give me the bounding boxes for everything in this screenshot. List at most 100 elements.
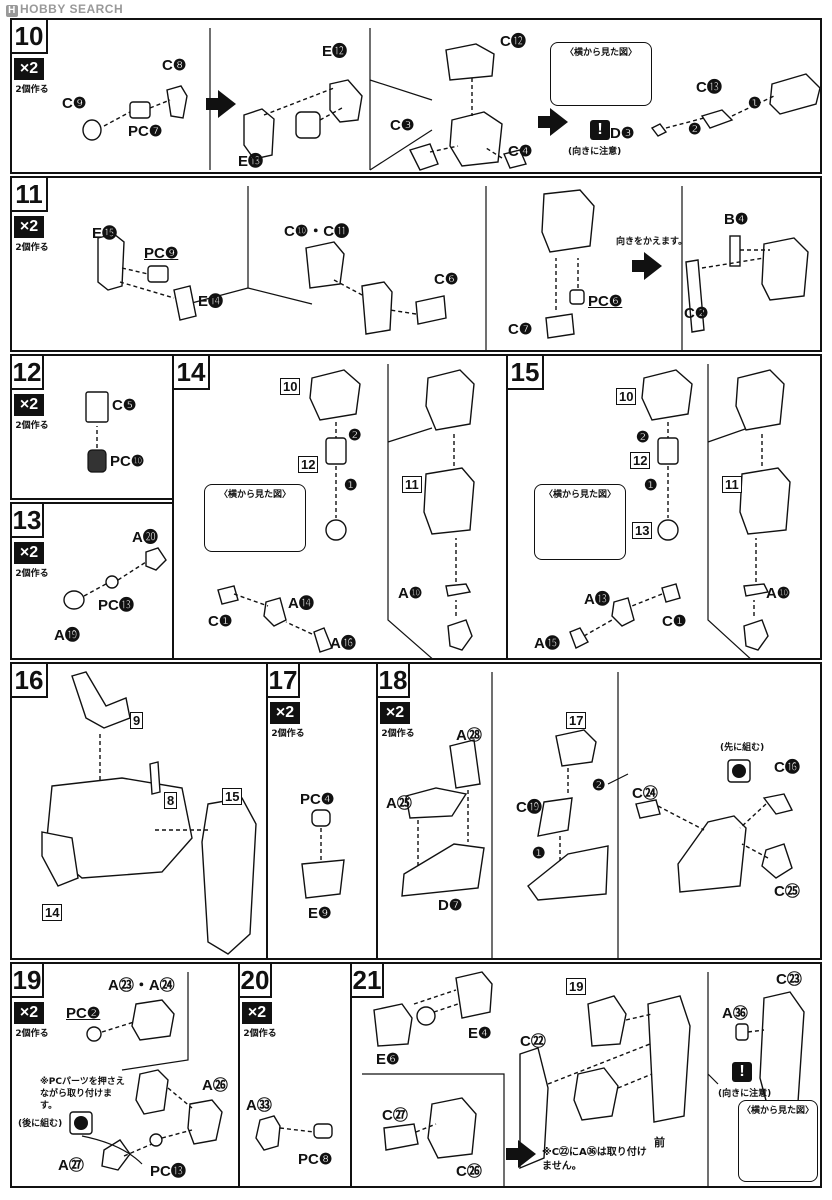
order-2-icon: ❷ (592, 777, 606, 794)
step-number: 17 (268, 664, 300, 698)
part-label: PC⓭ (150, 1163, 186, 1180)
order-1-icon: ❶ (748, 95, 762, 112)
part-label: B❹ (724, 211, 749, 228)
step-ref: 13 (632, 522, 653, 539)
step-number: 10 (12, 20, 48, 54)
part-label: PC❷ (66, 1005, 101, 1022)
times-two-badge: ×2 (380, 702, 410, 724)
part-label: C⓭ (696, 79, 722, 96)
times-two-badge: ×2 (242, 1002, 272, 1024)
orientation-note: (向きに注意) (718, 1089, 772, 1099)
rotate-note: 向きをかえます。 (616, 237, 688, 247)
part-label: C㉕ (774, 883, 800, 900)
step-number: 11 (12, 178, 48, 212)
step-ref: 10 (280, 378, 301, 395)
step-16-panel: 16 9 8 15 14 (10, 662, 268, 960)
step-14-panel: 14 10 12 11 ❷ ❶ 〈横から見た図〉 A❿ C❶ A⓮ A⓰ (172, 354, 508, 660)
caution-icon: ! (590, 120, 610, 140)
part-label: A㊱ (722, 1005, 748, 1022)
step-14-drawing (217, 364, 475, 658)
step-number: 16 (12, 664, 48, 698)
part-label: A㉝ (246, 1097, 272, 1114)
part-label: C㉗ (382, 1107, 408, 1124)
part-label: A㉖ (202, 1077, 228, 1094)
step-ref: 10 (616, 388, 637, 405)
step-number: 13 (12, 504, 44, 538)
side-view-title: 〈横から見た図〉 (218, 490, 291, 500)
step-15-drawing (569, 364, 791, 658)
caution-icon: ! (732, 1062, 752, 1082)
make-two-label: 2個作る (15, 569, 49, 579)
part-label: C❶ (208, 613, 233, 630)
part-label: C❽ (162, 57, 187, 74)
part-label: PC❽ (298, 1151, 333, 1168)
part-label: C⓬ (500, 33, 526, 50)
part-label: D❸ (610, 125, 635, 142)
part-label: C㉖ (456, 1163, 482, 1180)
part-label: E❻ (376, 1051, 400, 1068)
step-21-drawing (362, 971, 805, 1186)
step-ref: 19 (566, 978, 587, 995)
times-two-badge: ×2 (14, 394, 44, 416)
part-label: A⓯ (534, 635, 560, 652)
step-12-panel: 12 ×2 2個作る C❺ PC❿ (10, 354, 174, 500)
order-2-icon: ❷ (348, 427, 362, 444)
step-15-panel: 15 10 12 13 11 ❷ ❶ 〈横から見た図〉 A❿ A⓭ C❶ A⓯ (506, 354, 822, 660)
part-label: A⓳ (54, 627, 80, 644)
step-ref: 11 (402, 476, 422, 493)
next-arrow-icon (506, 1140, 536, 1168)
part-label: A⓰ (330, 635, 356, 652)
side-view-callout: 〈横から見た図〉 (738, 1100, 818, 1182)
step-20-drawing (255, 1115, 333, 1151)
step-number: 15 (508, 356, 544, 390)
step-number: 14 (174, 356, 210, 390)
step-16-drawing (41, 671, 257, 955)
part-label: C㉔ (632, 785, 658, 802)
part-label: C❼ (508, 321, 533, 338)
side-view-title: 〈横から見た図〉 (741, 1106, 814, 1116)
press-note: ※PCパーツを押さえながら取り付けます。 (40, 1077, 125, 1111)
part-label: PC❼ (128, 123, 163, 140)
assemble-later-note: (後に組む) (18, 1119, 63, 1129)
step-ref: 8 (164, 792, 178, 809)
part-label: A❿ (398, 585, 423, 602)
step-20-panel: 20 ×2 2個作る A㉝ PC❽ (238, 962, 352, 1188)
step-10-drawing (82, 28, 820, 171)
times-two-badge: ×2 (14, 542, 44, 564)
step-11-drawing (97, 186, 809, 350)
part-label: A⓮ (288, 595, 314, 612)
step-18-panel: 18 ×2 2個作る 17 ❷ ❶ (先に組む) A㉘ A㉕ D❼ C⓳ C㉔ … (376, 662, 822, 960)
part-label: PC❿ (110, 453, 145, 470)
next-arrow-icon (538, 108, 568, 136)
step-ref: 11 (722, 476, 742, 493)
part-label: A⓭ (584, 591, 610, 608)
side-view-callout: 〈横から見た図〉 (204, 484, 306, 552)
part-label: C❺ (112, 397, 137, 414)
make-two-label: 2個作る (15, 421, 49, 431)
next-arrow-icon (632, 252, 662, 280)
order-2-icon: ❷ (636, 429, 650, 446)
times-two-badge: ×2 (14, 216, 44, 238)
order-1-icon: ❶ (344, 477, 358, 494)
step-11-panel: 11 ×2 2個作る E⓯ PC❾ E⓮ C❿・C⓫ C❻ PC❻ C❼ B❹ … (10, 176, 822, 352)
part-label: C㉓ (776, 971, 802, 988)
orientation-note: (向きに注意) (568, 147, 622, 157)
step-19-drawing (69, 972, 223, 1171)
step-number: 21 (352, 964, 384, 998)
make-two-label: 2個作る (15, 243, 49, 253)
watermark-logo-icon: H (6, 5, 18, 17)
part-label: D❼ (438, 897, 463, 914)
step-number: 19 (12, 964, 44, 998)
part-label: C⓳ (516, 799, 542, 816)
part-label: A㉕ (386, 795, 412, 812)
step-10-panel: 10 ×2 2個作る C❽ C❾ PC❼ E⓬ E⓭ C⓬ C❸ C❹ C⓭ (10, 18, 822, 174)
part-label: C❶ (662, 613, 687, 630)
order-1-icon: ❶ (644, 477, 658, 494)
part-label: A❿ (766, 585, 791, 602)
part-label: E❾ (308, 905, 332, 922)
part-label: PC❾ (144, 245, 179, 262)
part-label: A㉘ (456, 727, 482, 744)
step-18-drawing (401, 672, 794, 958)
step-number: 12 (12, 356, 44, 390)
